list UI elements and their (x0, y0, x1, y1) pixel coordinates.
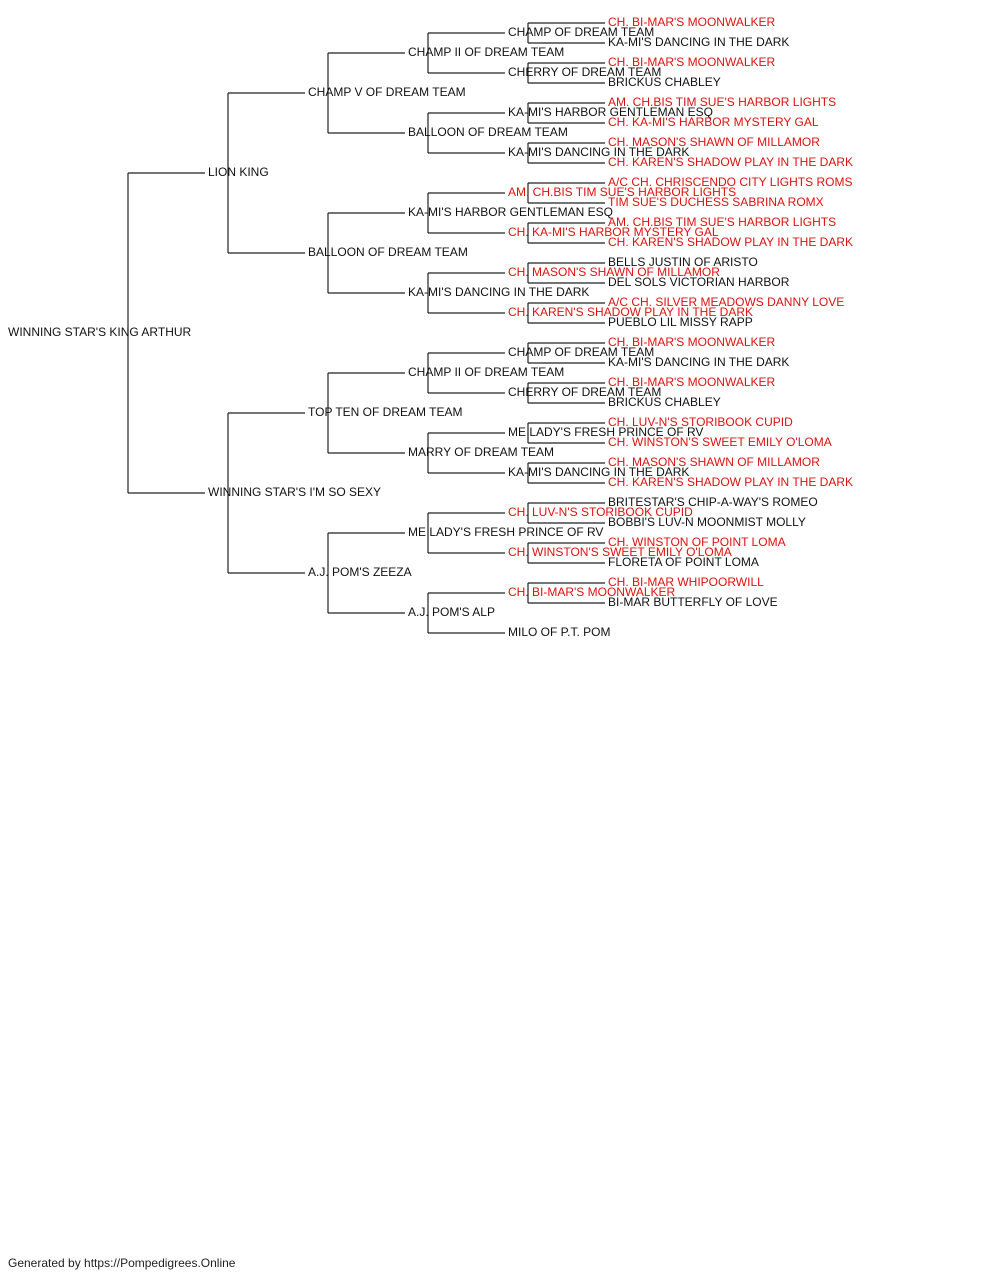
connector-line (527, 422, 605, 444)
ancestor-name: PUEBLO LIL MISSY RAPP (608, 315, 753, 329)
ancestor-name: CH. MASON'S SHAWN OF MILLAMOR (508, 265, 720, 279)
ancestor-name: CHAMP V OF DREAM TEAM (308, 85, 466, 99)
ancestor-name: CH. BI-MAR WHIPOORWILL (608, 575, 764, 589)
connector-line (427, 592, 505, 634)
connector-line (527, 102, 605, 124)
connector-line (527, 22, 605, 44)
ancestor-name: BI-MAR BUTTERFLY OF LOVE (608, 595, 778, 609)
ancestor-name: CH. LUV-N'S STORIBOOK CUPID (608, 415, 793, 429)
ancestor-name: CH. KAREN'S SHADOW PLAY IN THE DARK (508, 305, 753, 319)
ancestor-name: KA-MI'S DANCING IN THE DARK (408, 285, 589, 299)
connector-line (327, 372, 405, 454)
ancestor-name: CH. WINSTON'S SWEET EMILY O'LOMA (608, 435, 832, 449)
connector-line (527, 542, 605, 564)
connector-line (527, 382, 605, 404)
connector-line (227, 412, 305, 574)
connector-line (527, 142, 605, 164)
connector-line (427, 512, 505, 554)
connector-line (527, 302, 605, 324)
connector-line (527, 262, 605, 284)
connector-line (427, 432, 505, 474)
connector-line (527, 582, 605, 604)
connector-line (127, 172, 205, 494)
connector-line (327, 212, 405, 294)
connector-line (427, 192, 505, 234)
ancestor-name: CH. WINSTON OF POINT LOMA (608, 535, 786, 549)
ancestor-name: BELLS JUSTIN OF ARISTO (608, 255, 758, 269)
connector-line (527, 462, 605, 484)
ancestor-name: KA-MI'S DANCING IN THE DARK (608, 35, 789, 49)
ancestor-name: WINNING STAR'S I'M SO SEXY (208, 485, 381, 499)
ancestor-name: CHERRY OF DREAM TEAM (508, 65, 661, 79)
ancestor-name: WINNING STAR'S KING ARTHUR (8, 325, 192, 339)
connector-line (527, 502, 605, 524)
connector-line (227, 92, 305, 254)
ancestor-name: KA-MI'S HARBOR GENTLEMAN ESQ (508, 105, 713, 119)
ancestor-name: KA-MI'S HARBOR GENTLEMAN ESQ (408, 205, 613, 219)
ancestor-name: CH. MASON'S SHAWN OF MILLAMOR (608, 135, 820, 149)
ancestor-name: DEL SOLS VICTORIAN HARBOR (608, 275, 790, 289)
ancestor-name: CHAMP OF DREAM TEAM (508, 25, 654, 39)
ancestor-name: CH. KA-MI'S HARBOR MYSTERY GAL (608, 115, 819, 129)
connector-lines (127, 22, 605, 634)
ancestor-name: FLORETA OF POINT LOMA (608, 555, 759, 569)
ancestor-name: A/C CH. CHRISCENDO CITY LIGHTS ROMS (608, 175, 852, 189)
ancestor-name: A.J. POM'S ZEEZA (308, 565, 412, 579)
ancestor-name: BALLOON OF DREAM TEAM (408, 125, 568, 139)
ancestor-name: AM. CH.BIS TIM SUE'S HARBOR LIGHTS (508, 185, 736, 199)
ancestor-name: BRITESTAR'S CHIP-A-WAY'S ROMEO (608, 495, 818, 509)
ancestor-name: KA-MI'S DANCING IN THE DARK (508, 465, 689, 479)
ancestor-name: CH. KAREN'S SHADOW PLAY IN THE DARK (608, 475, 853, 489)
connector-line (427, 112, 505, 154)
ancestor-labels: WINNING STAR'S KING ARTHUR LION KING CHAMP… (8, 15, 853, 639)
ancestor-name: CH. MASON'S SHAWN OF MILLAMOR (608, 455, 820, 469)
ancestor-name: CHAMP II OF DREAM TEAM (408, 45, 564, 59)
ancestor-name: A.J. POM'S ALP (408, 605, 495, 619)
ancestor-name: CH. BI-MAR'S MOONWALKER (508, 585, 676, 599)
connector-line (527, 62, 605, 84)
ancestor-name: CH. BI-MAR'S MOONWALKER (608, 375, 776, 389)
ancestor-name: TIM SUE'S DUCHESS SABRINA ROMX (608, 195, 824, 209)
connector-line (327, 52, 405, 134)
ancestor-name: LION KING (208, 165, 269, 179)
ancestor-name: CH. KA-MI'S HARBOR MYSTERY GAL (508, 225, 719, 239)
generated-by-footer: Generated by https://Pompedigrees.Online (8, 1256, 236, 1270)
ancestor-name: CH. BI-MAR'S MOONWALKER (608, 55, 776, 69)
ancestor-name: KA-MI'S DANCING IN THE DARK (608, 355, 789, 369)
ancestor-name: AM. CH.BIS TIM SUE'S HARBOR LIGHTS (608, 95, 836, 109)
ancestor-name: CH. BI-MAR'S MOONWALKER (608, 335, 776, 349)
ancestor-name: CH. KAREN'S SHADOW PLAY IN THE DARK (608, 235, 853, 249)
ancestor-name: CHAMP II OF DREAM TEAM (408, 365, 564, 379)
ancestor-name: CHAMP OF DREAM TEAM (508, 345, 654, 359)
ancestor-name: CH. BI-MAR'S MOONWALKER (608, 15, 776, 29)
connector-line (527, 222, 605, 244)
ancestor-name: CH. KAREN'S SHADOW PLAY IN THE DARK (608, 155, 853, 169)
ancestor-name: BALLOON OF DREAM TEAM (308, 245, 468, 259)
ancestor-name: CH. WINSTON'S SWEET EMILY O'LOMA (508, 545, 732, 559)
ancestor-name: BRICKUS CHABLEY (608, 395, 721, 409)
ancestor-name: ME LADY'S FRESH PRINCE OF RV (508, 425, 703, 439)
ancestor-name: MILO OF P.T. POM (508, 625, 610, 639)
ancestor-name: TOP TEN OF DREAM TEAM (308, 405, 462, 419)
ancestor-name: MARRY OF DREAM TEAM (408, 445, 554, 459)
connector-line (527, 182, 605, 204)
ancestor-name: CHERRY OF DREAM TEAM (508, 385, 661, 399)
ancestor-name: AM. CH.BIS TIM SUE'S HARBOR LIGHTS (608, 215, 836, 229)
connector-line (527, 342, 605, 364)
ancestor-name: ME LADY'S FRESH PRINCE OF RV (408, 525, 603, 539)
ancestor-name: BOBBI'S LUV-N MOONMIST MOLLY (608, 515, 806, 529)
ancestor-name: KA-MI'S DANCING IN THE DARK (508, 145, 689, 159)
connector-line (327, 532, 405, 614)
connector-line (427, 352, 505, 394)
connector-line (427, 272, 505, 314)
ancestor-name: CH. LUV-N'S STORIBOOK CUPID (508, 505, 693, 519)
ancestor-name: BRICKUS CHABLEY (608, 75, 721, 89)
ancestor-name: A/C CH. SILVER MEADOWS DANNY LOVE (608, 295, 844, 309)
connector-line (427, 32, 505, 74)
